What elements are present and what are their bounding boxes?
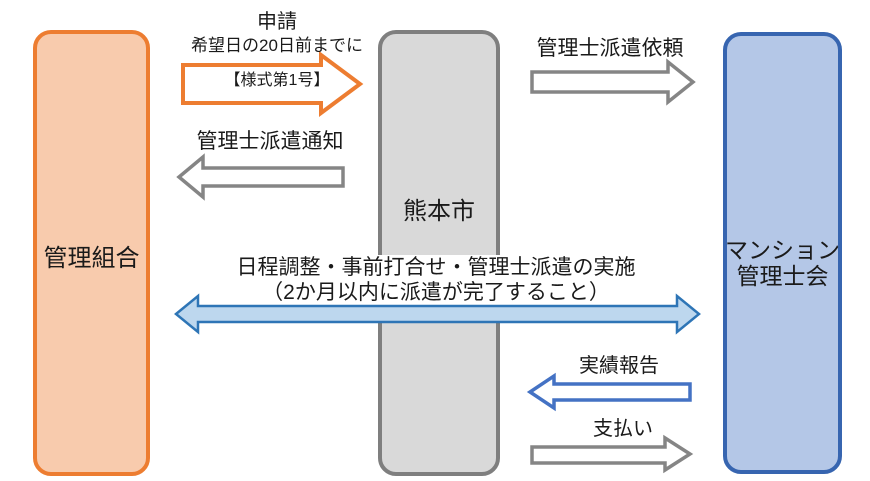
coordination-double-arrow-icon [174, 293, 701, 335]
management-association-label: 管理組合 [43, 245, 140, 272]
application-arrow-icon [181, 51, 364, 117]
dispatch-request-label: 管理士派遣依頼 [536, 37, 684, 60]
management-association-box [33, 30, 150, 476]
payment-label: 支払い [593, 418, 653, 440]
dispatch-notice-label: 管理士派遣通知 [196, 130, 344, 153]
result-report-label: 実績報告 [579, 355, 659, 377]
kumamoto-city-label: 熊本市 [403, 198, 475, 225]
dispatch-notice-arrow-icon [176, 153, 345, 201]
application-title: 申請 [257, 11, 297, 33]
result-report-arrow-icon [526, 372, 692, 412]
kumamoto-city-box [378, 30, 500, 476]
coordination-label: 日程調整・事前打合せ・管理士派遣の実施 （2か月以内に派遣が完了すること） [166, 255, 706, 305]
payment-arrow-icon [530, 434, 694, 474]
application-form-name: 【様式第1号】 [224, 72, 330, 89]
application-deadline: 希望日の20日前までに [191, 36, 363, 55]
dispatch-request-arrow-icon [530, 58, 696, 106]
manager-association-label: マンション 管理士会 [725, 237, 840, 289]
manager-association-box [723, 32, 842, 474]
